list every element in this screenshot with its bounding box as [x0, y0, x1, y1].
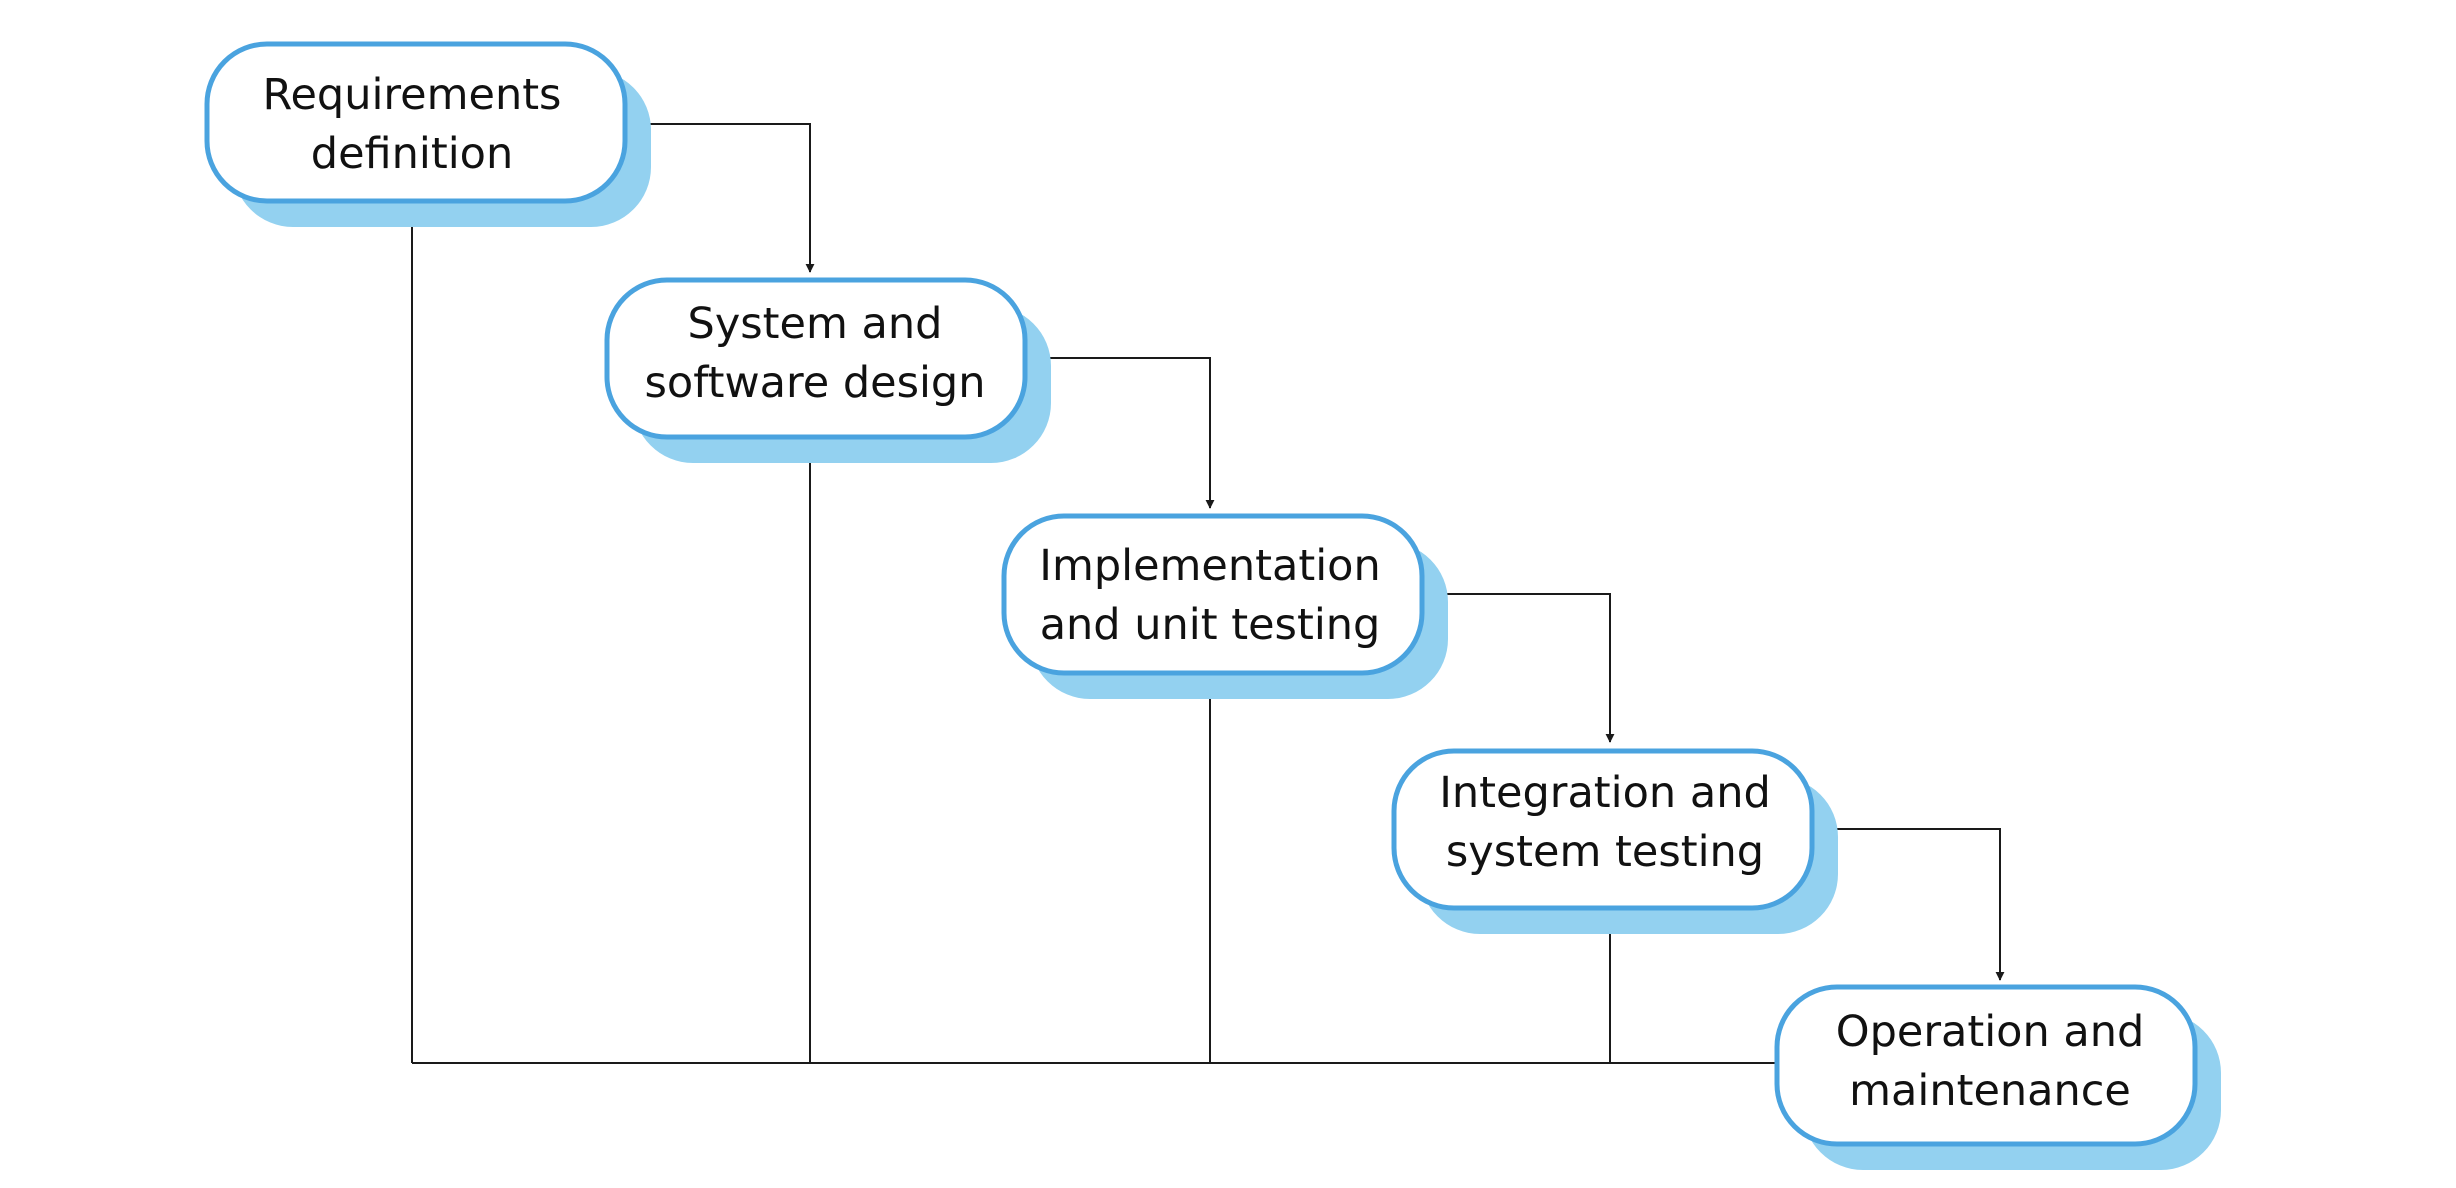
- stage-implementation-and-unit-testing: Implementation and unit testing: [1001, 513, 1448, 699]
- connector-4-to-5: [1812, 828, 2005, 981]
- stage-label-line-2: definition: [311, 129, 513, 179]
- connector-3-to-4: [1422, 593, 1615, 743]
- stage-requirements-definition: Requirements definition: [204, 41, 651, 227]
- stage-integration-and-system-testing: Integration and system testing: [1391, 748, 1838, 934]
- stage-operation-and-maintenance: Operation and maintenance: [1774, 984, 2221, 1170]
- stage-box: [1001, 513, 1425, 676]
- stage-label-line-1: Implementation: [1039, 541, 1380, 591]
- stage-label-line-2: and unit testing: [1040, 600, 1381, 650]
- feedback-connectors: [407, 205, 1775, 1064]
- stage-label-line-1: System and: [688, 299, 943, 349]
- forward-connectors: [625, 123, 2005, 981]
- connector-2-to-3: [1025, 357, 1215, 509]
- stage-label-line-2: maintenance: [1849, 1066, 2131, 1116]
- stage-label-line-1: Integration and: [1439, 768, 1771, 818]
- stage-label-line-2: software design: [645, 358, 986, 408]
- stage-system-and-software-design: System and software design: [604, 277, 1051, 463]
- stage-label-line-1: Requirements: [263, 70, 562, 120]
- stage-box: [1391, 748, 1815, 911]
- stage-box: [1774, 984, 2198, 1147]
- stage-label-line-1: Operation and: [1836, 1007, 2145, 1057]
- stage-label-line-2: system testing: [1446, 827, 1764, 877]
- stage-box: [604, 277, 1028, 440]
- connector-1-to-2: [625, 123, 815, 273]
- stage-box: [204, 41, 628, 204]
